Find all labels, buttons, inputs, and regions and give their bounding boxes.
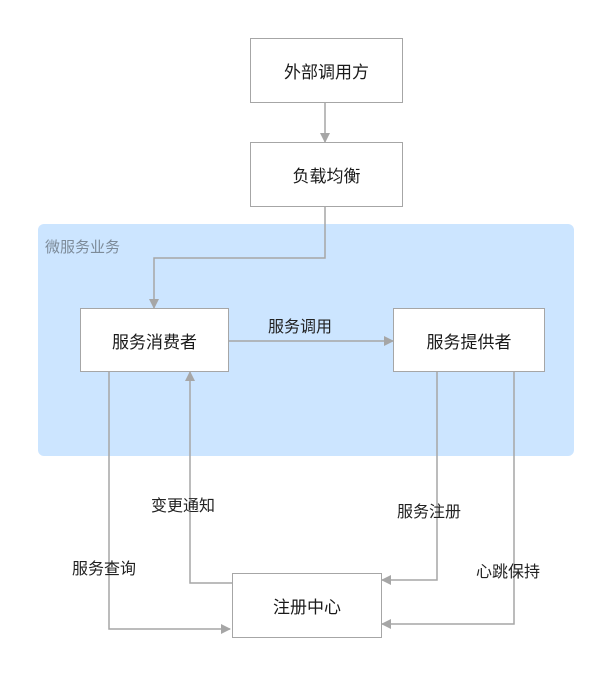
node-registry-center: 注册中心 <box>232 573 382 638</box>
label-service-call: 服务调用 <box>268 317 333 336</box>
node-load-balancer: 负载均衡 <box>250 142 403 207</box>
edge-lb-to-consumer <box>149 207 326 309</box>
edge-provider-to-registry-register <box>381 372 438 585</box>
node-service-provider: 服务提供者 <box>393 308 545 372</box>
label-service-query: 服务查询 <box>72 559 137 578</box>
edge-provider-to-registry-heartbeat <box>381 372 515 629</box>
node-service-consumer: 服务消费者 <box>80 308 229 372</box>
edge-consumer-to-registry-query <box>108 372 231 634</box>
label-change-notify: 变更通知 <box>151 496 216 515</box>
edge-registry-to-consumer <box>185 371 232 584</box>
label-heartbeat: 心跳保持 <box>476 562 541 581</box>
microservice-region-label: 微服务业务 <box>45 238 121 256</box>
node-external-caller: 外部调用方 <box>250 38 403 103</box>
label-service-register: 服务注册 <box>397 502 462 521</box>
